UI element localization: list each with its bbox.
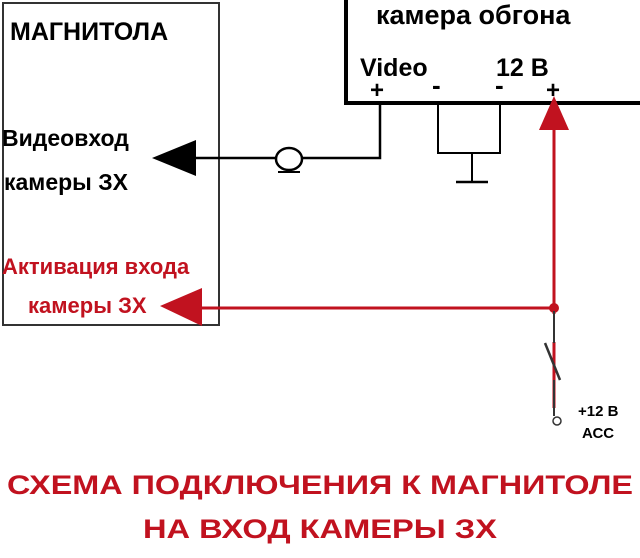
- acc-label-line1: +12 В: [578, 403, 619, 420]
- ground-wires: [437, 104, 501, 182]
- acc-label-line2: АСС: [582, 425, 614, 442]
- video-terminal-label: Video: [360, 54, 428, 82]
- footer-title-line1: СХЕМА ПОДКЛЮЧЕНИЯ К МАГНИТОЛЕ: [7, 470, 633, 500]
- power-minus-sign: -: [495, 70, 504, 100]
- activation-label-line2: камеры ЗХ: [28, 293, 147, 318]
- junction-dot: [549, 303, 559, 313]
- video-minus-sign: -: [432, 70, 441, 100]
- power-plus-sign: +: [546, 77, 560, 104]
- head-unit-box: [2, 2, 220, 326]
- camera-title: камера обгона: [376, 0, 571, 30]
- activation-label-line1: Активация входа: [2, 254, 190, 279]
- video-signal-wire: [195, 104, 382, 160]
- power-terminal-label: 12 В: [496, 54, 549, 82]
- acc-switch-blade: [543, 342, 562, 381]
- acc-terminal-icon: [552, 416, 562, 426]
- activation-arrowhead: [160, 288, 202, 326]
- video-arrowhead: [152, 140, 196, 176]
- video-plus-sign: +: [370, 77, 384, 104]
- video-input-label-line1: Видеовход: [2, 125, 129, 151]
- ferrite-ring-icon: [274, 146, 304, 172]
- video-input-label-line2: камеры ЗХ: [4, 169, 129, 195]
- footer-title-line2: НА ВХОД КАМЕРЫ ЗХ: [143, 514, 497, 544]
- power-arrowhead: [539, 96, 569, 130]
- head-unit-title: МАГНИТОЛА: [10, 18, 168, 46]
- camera-box: [344, 0, 640, 105]
